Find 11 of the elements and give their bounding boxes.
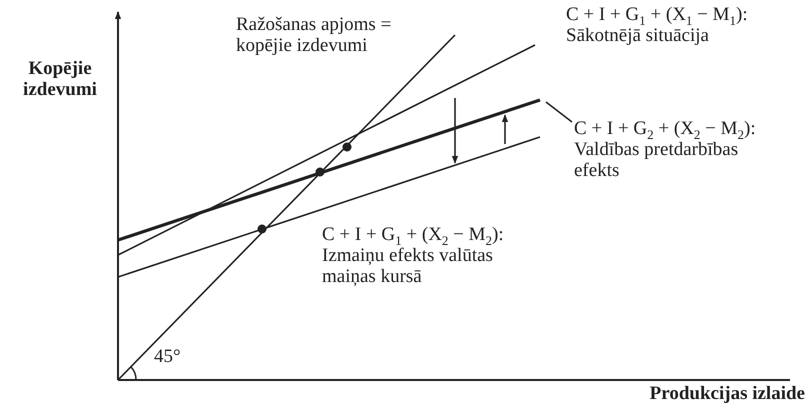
line-label: C + I + G$_{1}$ + (X$_{1}$ − M$_{1}$): [566, 4, 749, 25]
line-label: Sākotnējā situācija [566, 25, 710, 46]
line-label: Izmaiņu efekts valūtas maiņas kursā [322, 245, 494, 287]
axis-label: Produkcijas izlaide [648, 383, 805, 404]
description-text: Valdības pretdarbības efekts [574, 139, 740, 181]
line-label: C + I + G$_{2}$ + (X$_{2}$ − M$_{2}$): [574, 118, 757, 139]
angle-label: 45° [154, 346, 182, 367]
axis-label: Kopējie izdevumi [22, 58, 98, 100]
leader-line [546, 101, 572, 123]
line-label: C + I + G$_{1}$ + (X$_{2}$ − M$_{2}$): [322, 224, 505, 245]
line-label: Ražošanas apjoms = kopējie izdevumi [236, 14, 392, 56]
